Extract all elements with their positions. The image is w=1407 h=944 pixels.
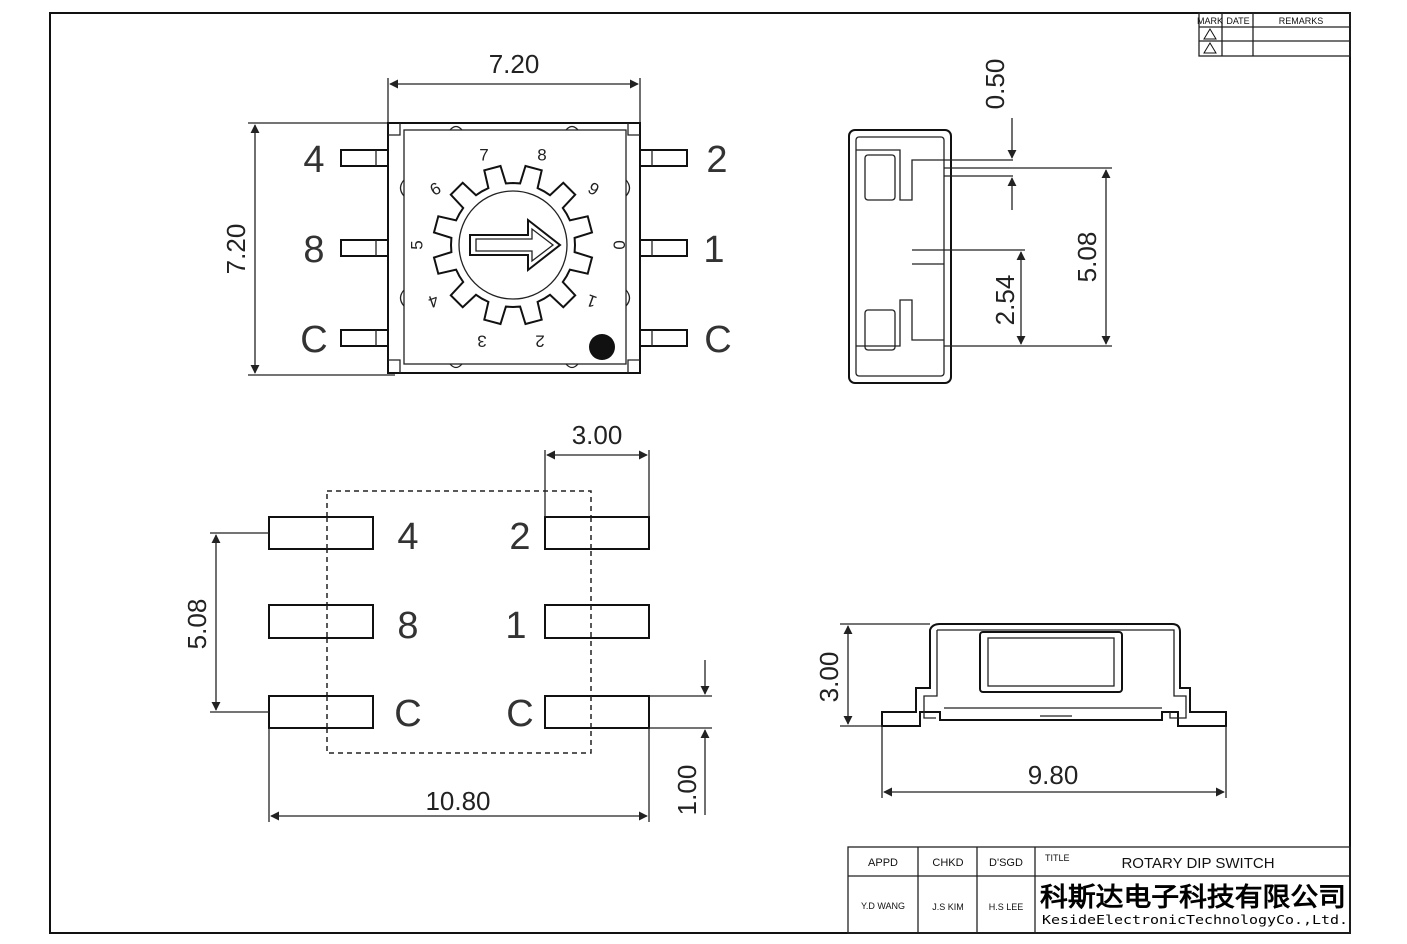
rev-header-mark: MARK (1197, 16, 1223, 26)
tb-chkd-label: CHKD (932, 857, 963, 869)
side-view: 0.50 5.08 2.54 (848, 59, 1112, 384)
front-dim-980: 9.80 (1028, 760, 1079, 790)
dial-number-5: 5 (407, 240, 426, 249)
dial-number-3: 3 (477, 332, 486, 351)
footprint-view: 4 8 C 2 1 C 3.00 5.08 10.80 1.00 (182, 420, 712, 822)
top-height-dim: 7.20 (221, 224, 251, 275)
sheet-border (49, 12, 1351, 934)
dial-number-8: 8 (537, 145, 546, 164)
dial-number-1: 1 (584, 290, 599, 311)
fp-label-8: 8 (397, 605, 418, 647)
tb-chkd-name: J.S KIM (932, 902, 964, 912)
rev-header-date: DATE (1226, 16, 1249, 26)
fp-label-c-left: C (394, 693, 421, 735)
side-dim-508: 5.08 (1072, 232, 1102, 283)
tb-company-en: KesideElectronicTechnologyCo.,Ltd. (1042, 912, 1348, 927)
tb-dsgd-label: D'SGD (989, 857, 1023, 869)
dial-number-9: 9 (585, 179, 603, 200)
tb-title: ROTARY DIP SWITCH (1121, 855, 1274, 872)
fp-dim-1080: 10.80 (425, 786, 490, 816)
fp-label-c-right: C (506, 693, 533, 735)
right-arrow-icon (469, 217, 562, 273)
tb-appd-name: Y.D WANG (861, 901, 905, 911)
front-dim-300: 3.00 (814, 652, 844, 703)
fp-label-2: 2 (509, 516, 530, 558)
dial-number-4: 4 (426, 290, 441, 311)
fp-dim-300: 3.00 (572, 420, 623, 450)
top-pins-right (639, 149, 688, 347)
dial-number-2: 2 (535, 332, 544, 351)
dial-number-7: 7 (479, 145, 488, 164)
top-pins-left (340, 149, 389, 347)
fp-label-1: 1 (505, 605, 526, 647)
top-pin-label-8: 8 (303, 229, 324, 271)
rotary-dial: 0 1 2 3 4 5 6 7 8 9 (407, 145, 628, 350)
tb-appd-label: APPD (868, 857, 898, 869)
top-pin-label-2: 2 (706, 139, 727, 181)
title-block: APPD CHKD D'SGD TITLE ROTARY DIP SWITCH … (847, 846, 1351, 934)
tb-dsgd-name: H.S LEE (989, 902, 1024, 912)
side-dim-050: 0.50 (980, 59, 1010, 110)
side-dim-254: 2.54 (990, 275, 1020, 326)
dial-number-0: 0 (610, 240, 629, 249)
front-view: 3.00 9.80 (814, 623, 1227, 798)
warning-triangle-icon (1203, 28, 1217, 54)
top-width-dim: 7.20 (489, 49, 540, 79)
dial-number-6: 6 (427, 179, 445, 200)
top-pin-label-c-left: C (300, 319, 327, 361)
tb-company-cn: 科斯达电子科技有限公司 (1040, 883, 1346, 913)
fp-dim-100: 1.00 (672, 765, 702, 816)
top-view: 7.20 7.20 (221, 49, 732, 376)
top-pin-label-1: 1 (703, 229, 724, 271)
position-dot (589, 334, 615, 360)
top-pin-label-c-right: C (704, 319, 731, 361)
fp-label-4: 4 (397, 516, 418, 558)
fp-dim-508: 5.08 (182, 599, 212, 650)
tb-title-label: TITLE (1045, 853, 1070, 863)
top-pin-label-4: 4 (303, 139, 324, 181)
revision-table: MARK DATE REMARKS (1197, 12, 1351, 57)
rev-header-remarks: REMARKS (1279, 16, 1324, 26)
